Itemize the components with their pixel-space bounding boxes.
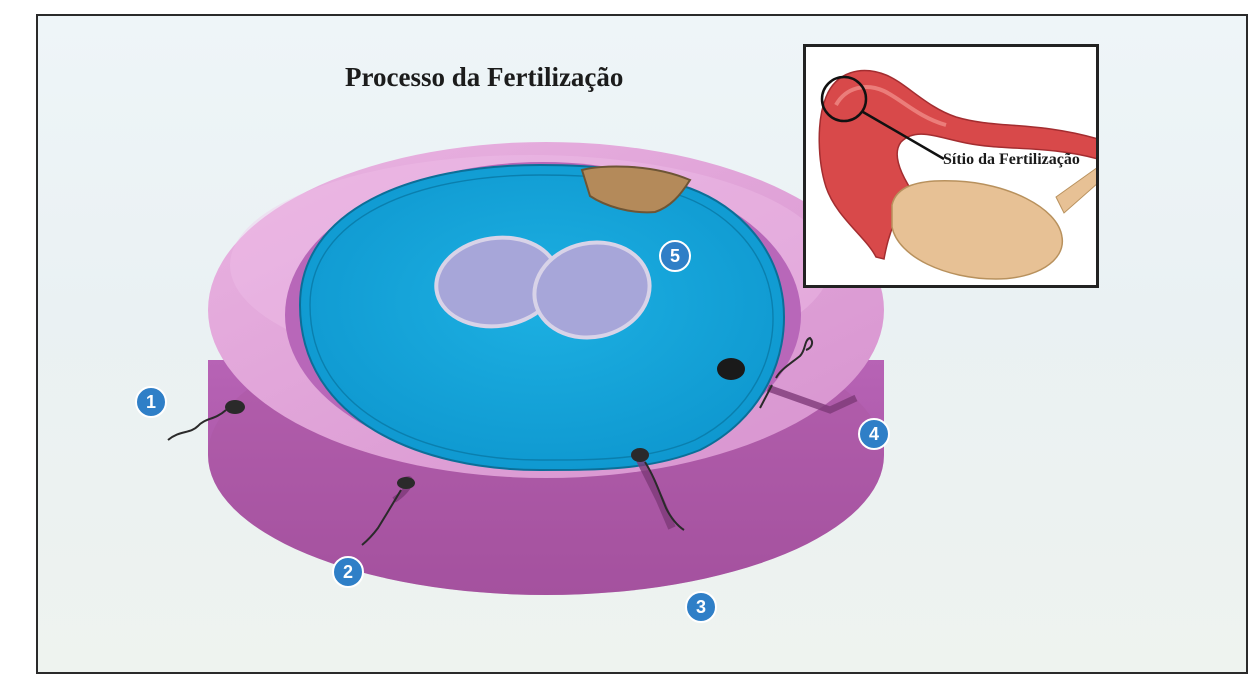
svg-text:1: 1 [146,392,156,412]
svg-text:3: 3 [696,597,706,617]
sperm-head-fused [717,358,745,380]
ovary [892,181,1062,279]
marker-2: 2 [333,557,363,587]
marker-4: 4 [859,419,889,449]
figure-stage: 1 2 3 4 5 Processo da Fertilização [0,0,1254,656]
inset-panel: Sítio da Fertilização [803,44,1099,288]
marker-1: 1 [136,387,166,417]
svg-text:2: 2 [343,562,353,582]
fertilization-site-label: Sítio da Fertilização [943,151,1080,169]
marker-3: 3 [686,592,716,622]
diagram-title: Processo da Fertilização [345,62,623,93]
svg-text:5: 5 [670,246,680,266]
marker-5: 5 [660,241,690,271]
ovarian-ligament [1056,167,1098,213]
svg-text:4: 4 [869,424,879,444]
